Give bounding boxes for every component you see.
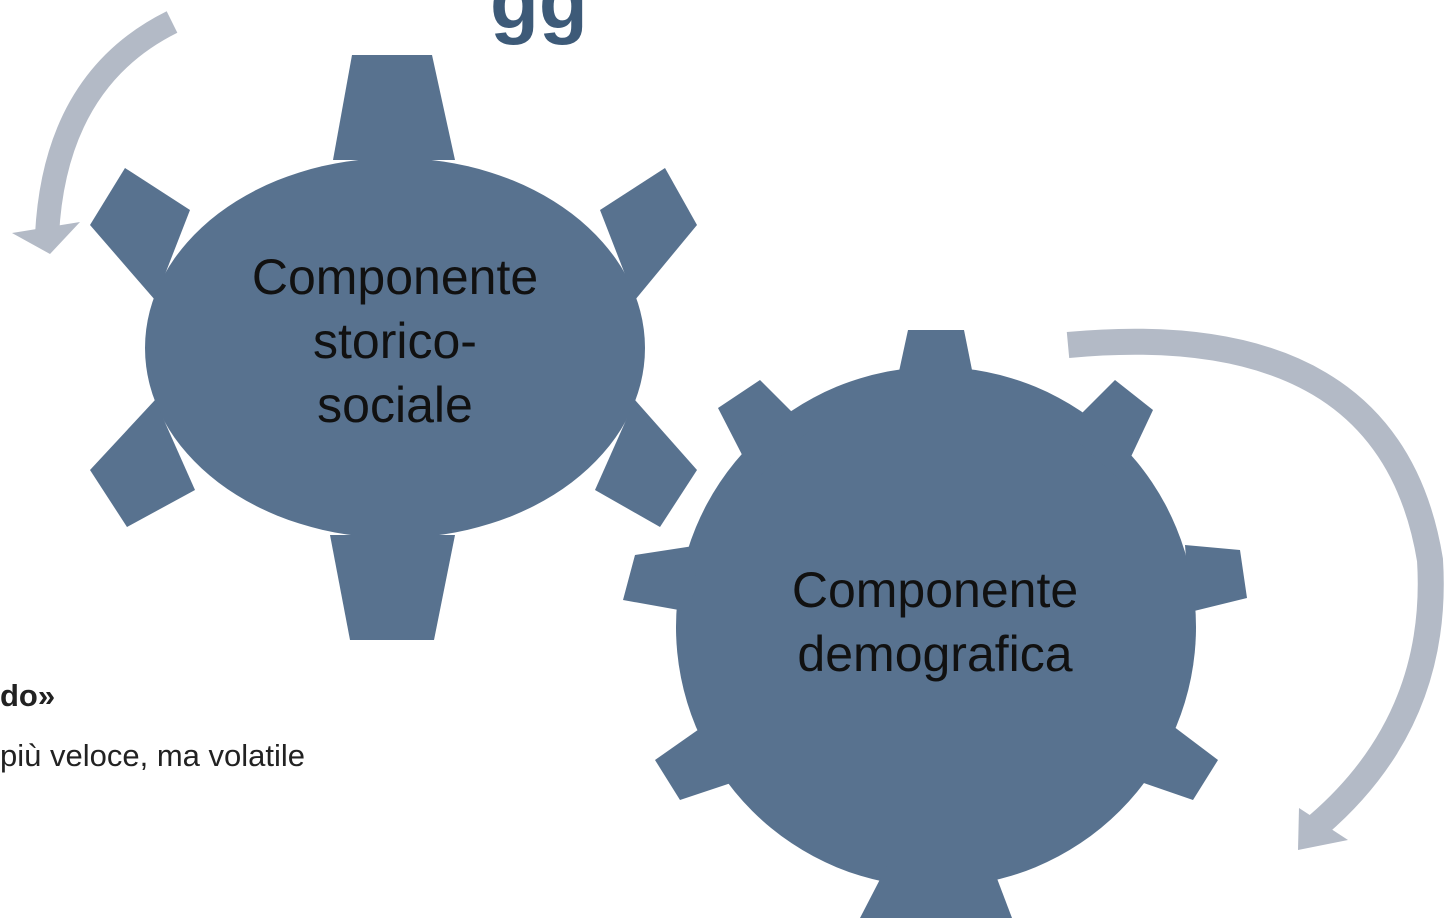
- curved-arrow-icon: [1066, 328, 1444, 850]
- gear-label-line: storico-: [313, 313, 477, 369]
- gear-label-line: Componente: [251, 249, 539, 305]
- gear-label-line: sociale: [317, 377, 473, 433]
- side-bold-text: do»: [0, 678, 56, 713]
- slide-title-fragment: gg: [490, 0, 588, 45]
- gear-icon: [623, 330, 1247, 918]
- gear-label-demographic: Componente demografica: [745, 558, 1125, 686]
- gear-icon: [90, 55, 697, 640]
- curved-arrow-icon: [12, 11, 178, 254]
- side-body-text: più veloce, ma volatile: [0, 738, 305, 773]
- gear-label-line: Componente: [791, 562, 1079, 618]
- gear-label-line: demografica: [797, 626, 1073, 682]
- gear-label-historical-social: Componente storico- sociale: [210, 245, 580, 437]
